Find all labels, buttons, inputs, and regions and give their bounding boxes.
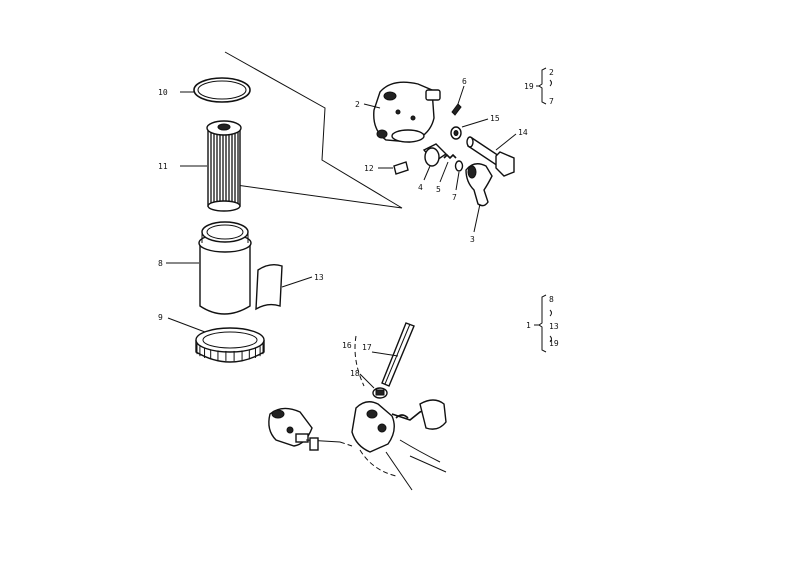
callout-16: 16 [342, 341, 352, 350]
hose-clamp-part [372, 387, 388, 399]
bleed-screw-part [451, 103, 462, 116]
callout-leader-17 [371, 351, 399, 357]
label-sheet-part [255, 263, 283, 311]
callout-leader-6 [457, 85, 465, 105]
callout-7: 7 [452, 193, 457, 202]
callout-leader-15 [461, 118, 489, 128]
head-gasket-part [393, 161, 409, 175]
spring-part [443, 153, 457, 160]
callout-12: 12 [364, 164, 374, 173]
callout-leader-5 [439, 161, 449, 183]
callout-15: 15 [490, 114, 500, 123]
callout-4: 4 [418, 183, 423, 192]
engine-fuel-line-sketch [268, 399, 447, 491]
group-1-item-middle: 13 [549, 322, 559, 331]
callout-leader-13 [281, 276, 313, 288]
group-16-bracket-line [354, 335, 365, 387]
callout-leader-7 [455, 171, 460, 191]
shutoff-lever-part [465, 163, 493, 207]
ring-knurl-marks [195, 342, 265, 361]
callout-6: 6 [462, 77, 467, 86]
fuel-pipe-part [381, 322, 415, 387]
callout-8: 8 [158, 259, 163, 268]
callout-17: 17 [362, 343, 372, 352]
assembly-bracket-line [221, 51, 403, 209]
banjo-bolt-part [466, 136, 515, 177]
callout-leader-2 [363, 103, 381, 109]
callout-leader-4 [423, 165, 431, 181]
group-19-label: 19 [524, 82, 534, 91]
callout-13: 13 [314, 273, 324, 282]
callout-3: 3 [470, 235, 475, 244]
o-ring-part [193, 77, 251, 103]
filter-head-part [373, 81, 441, 143]
callout-leader-14 [495, 133, 517, 151]
group-19-bracket: 19 2 7 [524, 67, 554, 106]
callout-2: 2 [355, 100, 360, 109]
small-seal-part [454, 160, 464, 172]
callout-11: 11 [158, 162, 168, 171]
filter-pleats [210, 132, 239, 204]
group-1-bracket: 1 8 13 19 [526, 294, 559, 353]
callout-5: 5 [436, 185, 441, 194]
filter-bowl-part [198, 221, 252, 315]
group-1-label: 1 [526, 321, 531, 330]
callout-10: 10 [158, 88, 168, 97]
filter-cartridge-part [206, 120, 242, 212]
callout-18: 18 [350, 369, 360, 378]
callout-leader-9 [167, 317, 206, 333]
group-1-item-last: 19 [549, 339, 559, 348]
group-1-item-first: 8 [549, 295, 554, 304]
callout-leader-18 [359, 373, 375, 389]
callout-9: 9 [158, 313, 163, 322]
group-19-item-first: 2 [549, 68, 554, 77]
retaining-ring-part [195, 327, 265, 363]
washer-part [450, 126, 462, 140]
group-19-item-last: 7 [549, 97, 554, 106]
sleeve-part [422, 143, 448, 167]
callout-leader-3 [473, 203, 481, 233]
callout-14: 14 [518, 128, 528, 137]
